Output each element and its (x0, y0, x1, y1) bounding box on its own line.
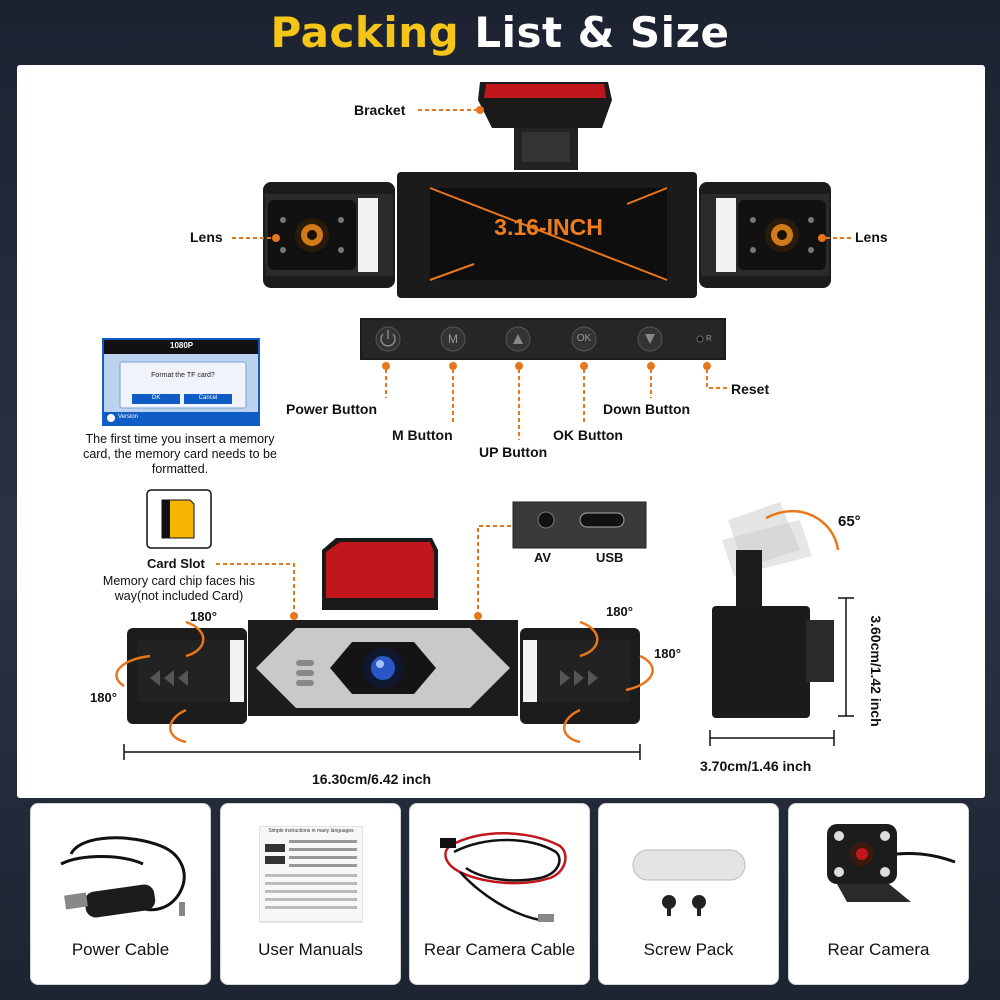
accessory-user-manuals-label: User Manuals (258, 940, 363, 959)
screen-body (397, 172, 697, 298)
bracket-label: Bracket (354, 102, 406, 118)
rotation-left-top: 180° (190, 609, 217, 624)
rotation-left-side: 180° (90, 690, 117, 705)
accessory-screw-pack-label: Screw Pack (643, 940, 734, 959)
height-dimension: 3.60cm/1.42 inch (868, 615, 884, 727)
tilt-angle-label: 65° (838, 513, 861, 530)
manual-heading: Simple instructions in many languages (268, 828, 354, 834)
accessory-rear-camera-cable: Rear Camera Cable (409, 803, 590, 985)
preview-cancel-button: Cancel (198, 395, 218, 401)
rotation-right-top: 180° (606, 604, 633, 619)
m-button-glyph: M (448, 332, 458, 346)
card-slot-label: Card Slot (147, 556, 205, 571)
accessory-rear-camera: Rear Camera (788, 803, 969, 985)
power-cable-icon (60, 836, 186, 918)
av-port-label: AV (534, 550, 552, 565)
power-button-label: Power Button (286, 401, 377, 417)
top-view-illustration (115, 489, 854, 760)
accessory-user-manuals: Simple instructions in many languages Us… (220, 803, 401, 985)
accessory-rear-camera-label: Rear Camera (827, 940, 930, 959)
card-slot-note: Memory card chip faces his way(not inclu… (102, 574, 256, 603)
left-camera-housing (263, 182, 395, 288)
right-camera-housing (699, 182, 831, 288)
accessory-power-cable-label: Power Cable (71, 940, 170, 959)
depth-dimension: 3.70cm/1.46 inch (700, 758, 812, 774)
button-bar (360, 318, 726, 360)
screen-preview (102, 338, 260, 426)
preview-resolution: 1080P (170, 341, 194, 350)
rear-camera-cable-icon (440, 832, 567, 922)
m-button-label: M Button (392, 427, 453, 443)
up-button-label: UP Button (479, 444, 548, 460)
reset-glyph: R (706, 334, 712, 343)
title-rest: List & Size (474, 8, 730, 57)
format-note: The first time you insert a memory card,… (83, 432, 277, 476)
preview-ok-button: OK (151, 395, 161, 401)
ok-button-label: OK Button (553, 427, 623, 443)
lens-right-label: Lens (855, 229, 888, 245)
down-button-label: Down Button (603, 401, 691, 417)
lens-left-label: Lens (190, 229, 223, 245)
accessory-power-cable: Power Cable (30, 803, 211, 985)
ok-button-glyph: OK (576, 333, 592, 344)
preview-version: Version (118, 414, 139, 420)
screen-size-text: 3.16-INCH (494, 214, 603, 240)
width-dimension: 16.30cm/6.42 inch (312, 771, 432, 787)
accessory-screw-pack: Screw Pack (598, 803, 779, 985)
side-view-illustration (709, 502, 854, 746)
accessory-rear-camera-cable-label: Rear Camera Cable (423, 940, 576, 959)
page-title: Packing List & Size (0, 8, 1000, 57)
screw-pack-icon (632, 849, 746, 916)
rotation-right-side: 180° (654, 646, 681, 661)
usb-port-label: USB (596, 550, 624, 565)
preview-dialog-text: Format the TF card? (151, 372, 215, 379)
bracket-illustration (478, 82, 612, 170)
sd-card-icon (146, 489, 212, 549)
title-highlight: Packing (270, 8, 460, 57)
rear-camera-icon (827, 824, 956, 902)
reset-label: Reset (731, 381, 770, 397)
manual-icon (259, 826, 363, 923)
front-view-illustration (102, 82, 852, 440)
